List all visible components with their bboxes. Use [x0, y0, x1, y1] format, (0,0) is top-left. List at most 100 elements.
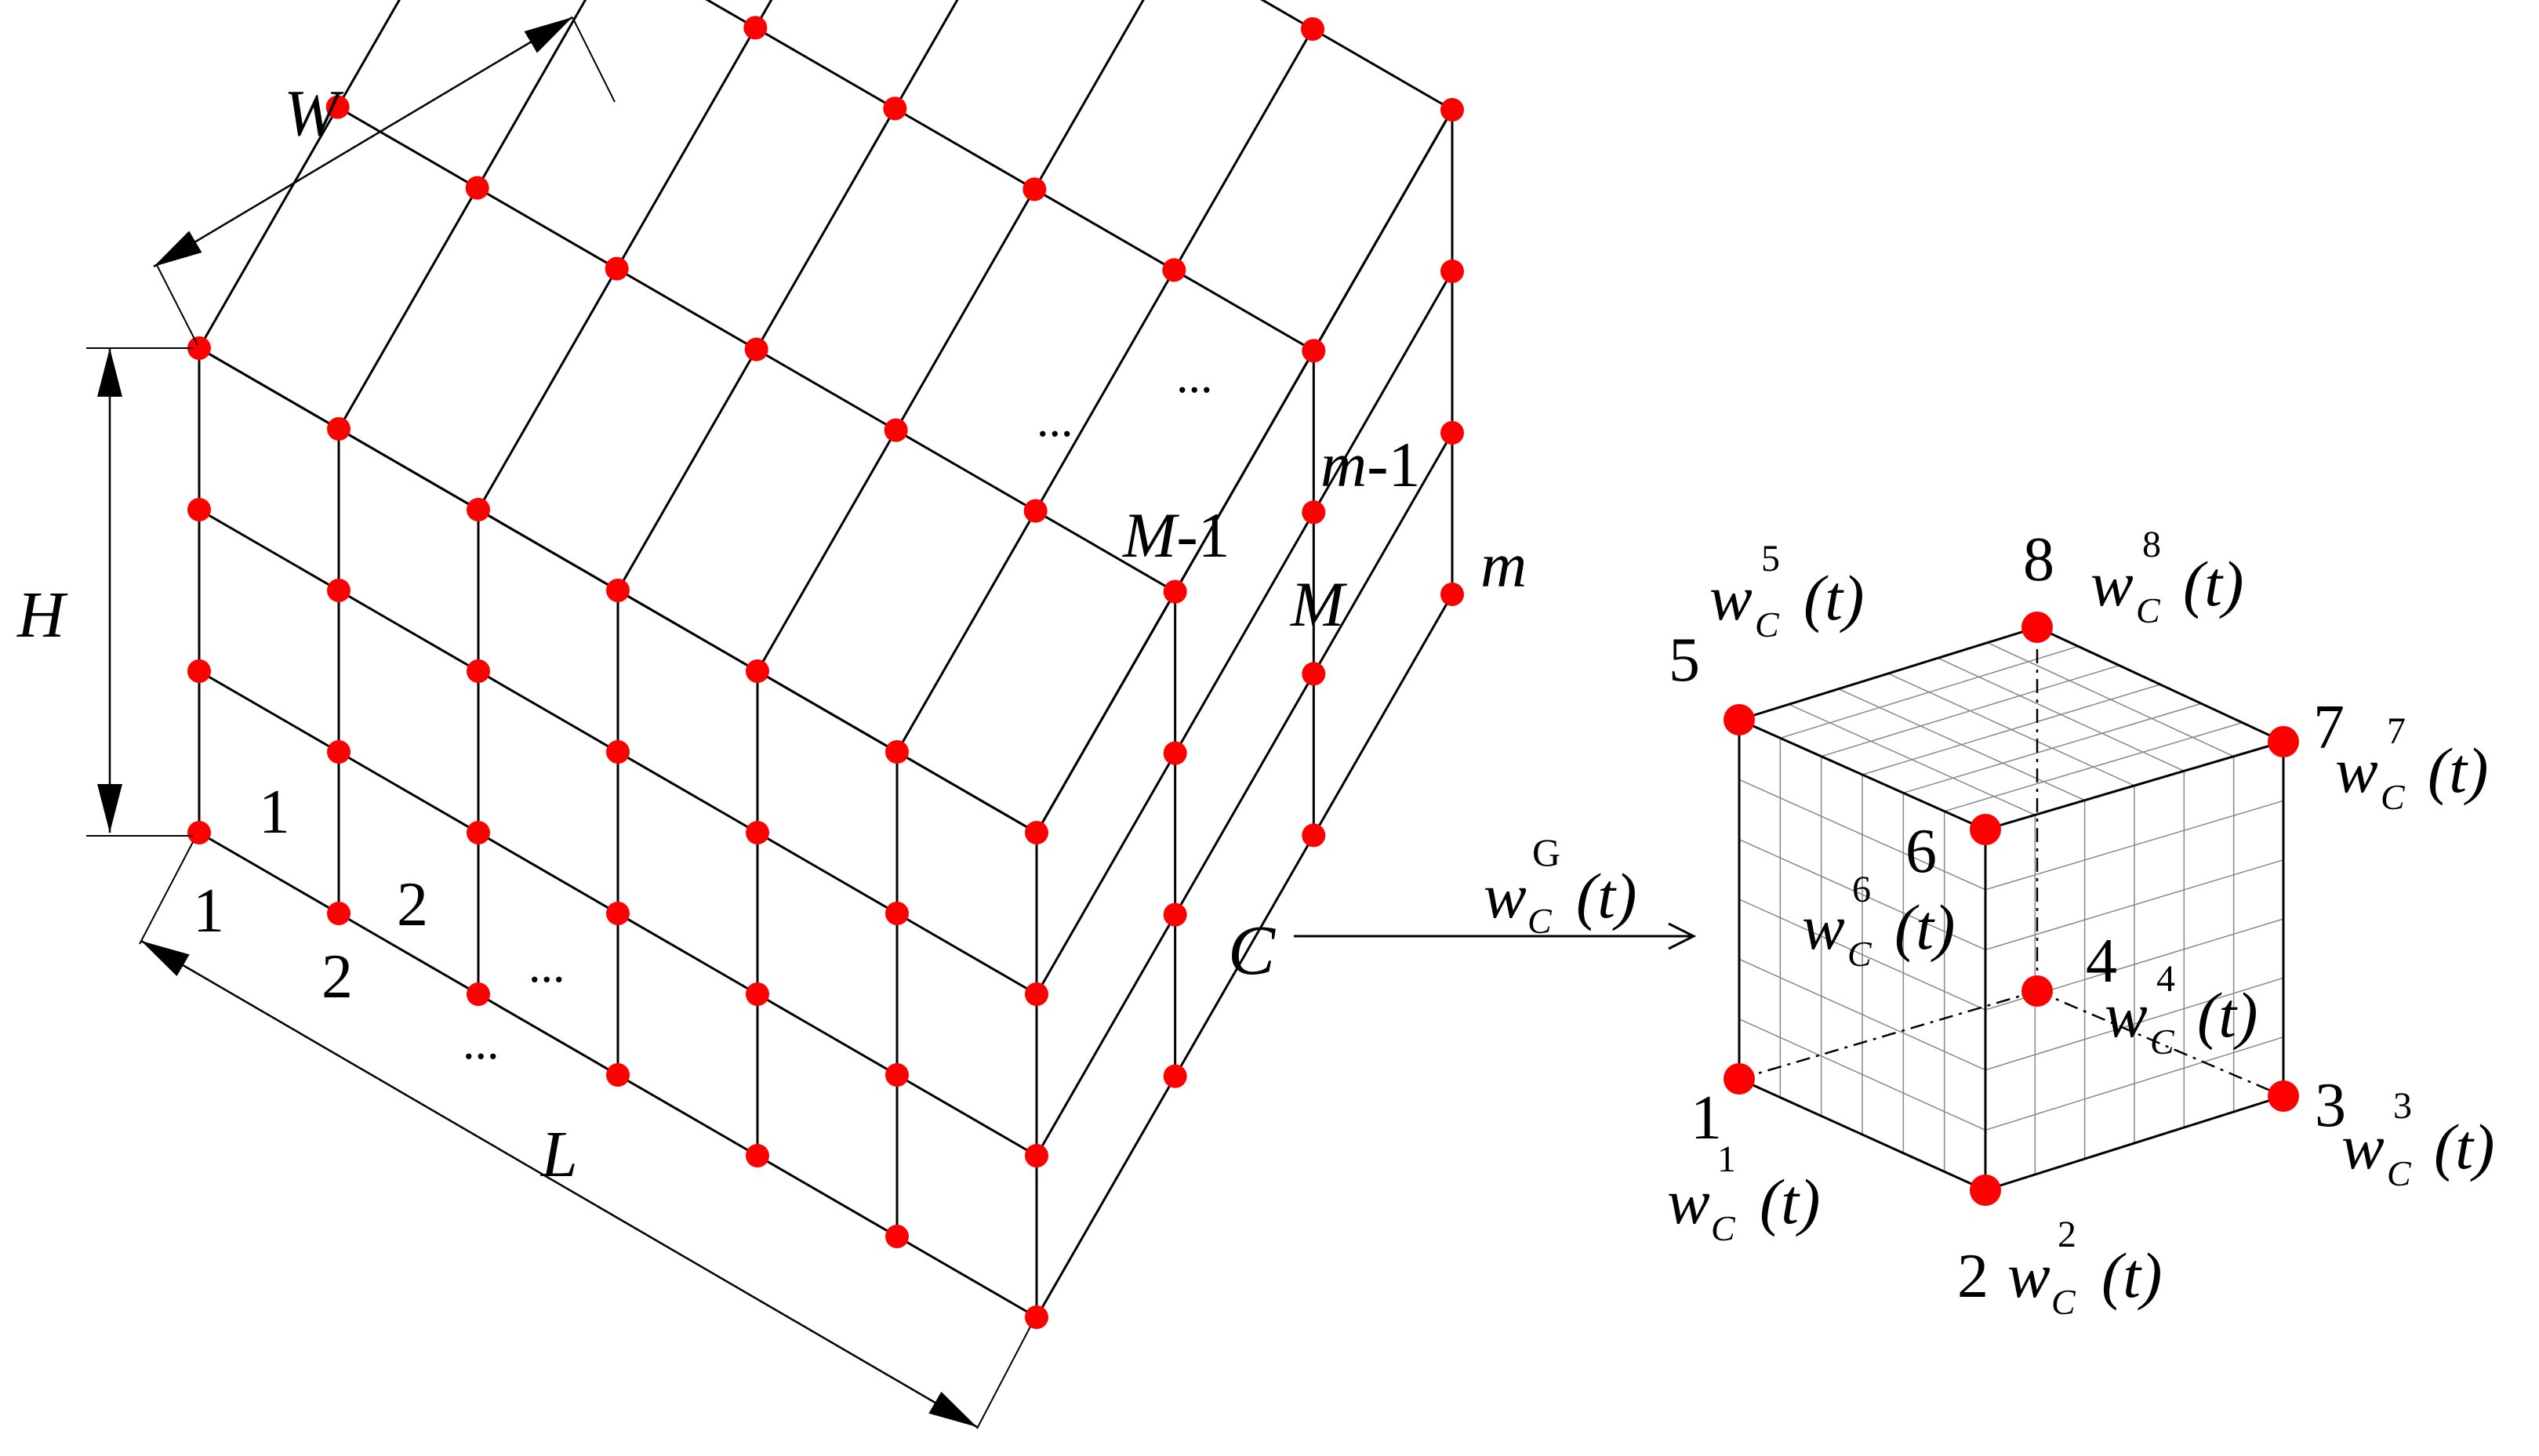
top-ellipsis-2: ...	[1037, 394, 1073, 447]
block-node	[605, 256, 629, 281]
length-arrowhead	[141, 941, 190, 977]
hidden-edge	[1738, 989, 2038, 1080]
cube-edge	[1985, 1095, 2284, 1192]
block-node	[327, 740, 351, 764]
svg-text:(t): (t)	[2101, 1240, 2162, 1311]
block-node	[187, 821, 211, 844]
block-node	[1163, 579, 1187, 604]
block-node	[1163, 902, 1187, 927]
block-node	[187, 659, 211, 683]
top-face-line	[616, 0, 959, 591]
top-face-line	[705, 0, 1315, 352]
width-arrowhead	[524, 17, 572, 53]
block-node	[1025, 1144, 1048, 1167]
cube-node-4	[2021, 975, 2053, 1007]
bottom-ellipsis: ...	[463, 1016, 499, 1069]
fine-mesh-line	[1938, 657, 2185, 772]
cube-node-5	[1724, 704, 1755, 735]
block-node	[467, 821, 490, 844]
row-label-1: 1	[259, 778, 290, 847]
block-node	[885, 902, 909, 925]
width-label: W	[284, 77, 344, 150]
top-face-line	[198, 0, 401, 349]
block-node	[467, 659, 490, 683]
block-node	[746, 1144, 769, 1167]
block-node	[606, 902, 630, 925]
top-face-line	[337, 0, 587, 430]
svg-text:C: C	[1711, 1208, 1736, 1248]
length-label: L	[540, 1118, 578, 1191]
weight-label-3: w 3 C (t)	[2341, 1085, 2494, 1193]
svg-text:5: 5	[1761, 538, 1780, 579]
svg-text:(t): (t)	[1803, 562, 1864, 634]
length-arrowhead	[928, 1391, 977, 1427]
block-node	[885, 1063, 909, 1087]
block-node	[327, 579, 351, 602]
cube-nodes	[1724, 612, 2299, 1206]
top-ellipsis-1: ...	[1176, 350, 1213, 403]
cube-node-num-8: 8	[2023, 525, 2054, 594]
svg-text:C: C	[2381, 777, 2406, 817]
cube-edge	[1738, 1077, 1986, 1192]
block-node	[746, 821, 769, 844]
block-node	[884, 418, 908, 442]
cube-node-num-7: 7	[2313, 693, 2345, 762]
right-face-line	[1035, 594, 1454, 1318]
block-node	[1163, 741, 1187, 765]
block-node	[1440, 421, 1464, 445]
cube-node-7	[2268, 726, 2299, 757]
svg-text:7: 7	[2387, 710, 2406, 752]
cube-node-num-4: 4	[2086, 927, 2117, 996]
block-node	[1023, 177, 1047, 202]
svg-text:C: C	[1527, 901, 1553, 941]
weight-label-4: w 4 C (t)	[2105, 958, 2257, 1062]
block-node	[1440, 98, 1464, 122]
block-node	[743, 16, 768, 40]
block-node	[325, 95, 350, 119]
block-node	[885, 1225, 909, 1248]
width-extension-line	[572, 16, 616, 103]
top-face-line	[477, 0, 773, 510]
front-ellipsis: ...	[529, 939, 565, 993]
cube-node-num-5: 5	[1669, 626, 1700, 695]
svg-text:C: C	[2150, 1022, 2175, 1062]
cube-node-8	[2021, 612, 2053, 643]
label-m-minus-1: m-1	[1320, 429, 1421, 500]
fine-mesh-line	[1738, 779, 1986, 891]
front-label-2a: 2	[397, 870, 428, 939]
weight-label-6: w 6 C (t)	[1802, 869, 1955, 974]
block-node	[1440, 260, 1464, 283]
cube-edge	[2036, 626, 2284, 743]
svg-text:C: C	[2136, 590, 2161, 630]
svg-text:(t): (t)	[2428, 735, 2488, 806]
block-node	[1025, 821, 1048, 844]
block-node	[327, 902, 351, 925]
block-node	[1025, 982, 1048, 1006]
svg-text:3: 3	[2393, 1085, 2412, 1127]
cube-node-num-2: 2	[1957, 1242, 1989, 1311]
svg-text:8: 8	[2142, 524, 2161, 565]
right-face-line	[1035, 109, 1454, 833]
cube-fine-mesh	[1738, 641, 2284, 1175]
svg-text:w: w	[2090, 548, 2134, 619]
top-face-line	[756, 0, 1145, 672]
right-face-line	[1035, 432, 1454, 1156]
svg-text:w: w	[1802, 891, 1845, 963]
label-m: m	[1480, 529, 1527, 601]
block-node	[187, 336, 211, 360]
block-node	[1440, 583, 1464, 606]
front-label-1: 1	[193, 877, 224, 946]
fine-mesh-line	[1987, 641, 2234, 757]
height-arrowhead	[97, 348, 122, 397]
block-node	[327, 417, 351, 441]
block-node	[606, 1063, 630, 1087]
cube-edge	[1738, 718, 1986, 831]
cube-node-3	[2268, 1080, 2299, 1112]
svg-text:1: 1	[1717, 1138, 1736, 1180]
cube-node-num-3: 3	[2315, 1071, 2346, 1140]
cube-node-num-1: 1	[1691, 1084, 1722, 1153]
cube-edge	[1738, 626, 2038, 721]
width-arrowhead	[154, 231, 202, 267]
block-node	[467, 982, 490, 1006]
